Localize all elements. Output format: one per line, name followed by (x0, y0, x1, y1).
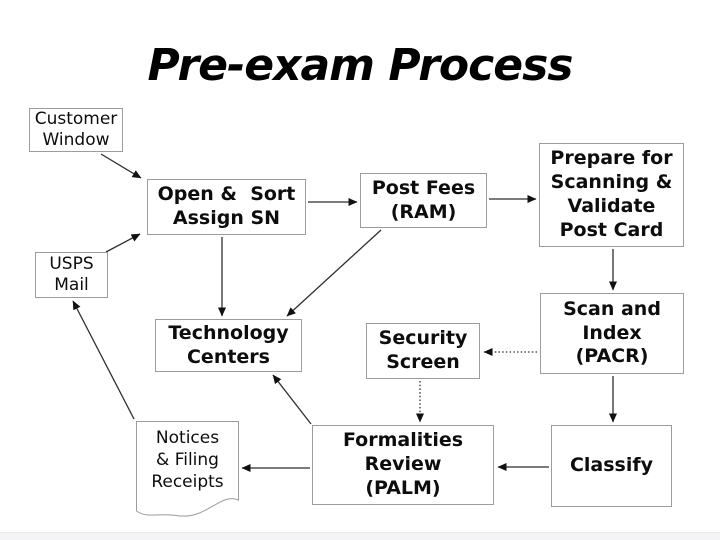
node-technology-centers: Technology Centers (155, 319, 302, 372)
arrow-customer-window-to-open-sort (100, 153, 142, 179)
slide-title: Pre-exam Process (147, 40, 574, 91)
node-post-fees-ram: Post Fees (RAM) (360, 173, 487, 228)
arrow-formalities-to-tech-centers (272, 374, 312, 425)
node-customer-window: Customer Window (29, 108, 123, 152)
footer-bar (0, 532, 720, 540)
arrow-notices-to-usps-mail (72, 300, 135, 420)
node-formalities-review-palm: Formalities Review (PALM) (312, 425, 494, 505)
node-open-sort-assign-sn: Open & Sort Assign SN (147, 179, 306, 235)
node-prepare-scanning-validate: Prepare for Scanning & Validate Post Car… (539, 143, 684, 247)
node-classify: Classify (551, 425, 672, 507)
node-notices-document: Notices & Filing Receipts (136, 421, 239, 517)
arrow-post-fees-to-tech-centers (286, 229, 382, 317)
node-usps-mail: USPS Mail (35, 252, 108, 298)
node-security-screen: Security Screen (366, 323, 480, 379)
node-scan-index-pacr: Scan and Index (PACR) (540, 293, 684, 374)
node-notices-label: Notices & Filing Receipts (151, 428, 224, 493)
arrow-usps-mail-to-open-sort (105, 233, 141, 253)
document-shape-icon (136, 421, 239, 517)
